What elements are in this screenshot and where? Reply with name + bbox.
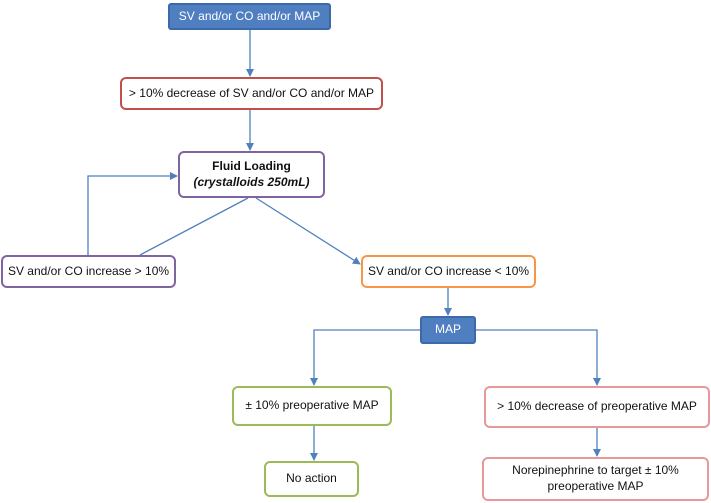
node-start: SV and/or CO and/or MAP bbox=[168, 3, 331, 30]
node-start-label: SV and/or CO and/or MAP bbox=[178, 8, 321, 23]
arrow-map-to-decrease-preop bbox=[476, 329, 601, 386]
arrow-map-to-preop bbox=[310, 329, 420, 386]
arrow-fluid-to-increase-lt bbox=[255, 197, 361, 265]
node-map-label: MAP bbox=[434, 322, 461, 337]
arrow-loop-back-to-fluid bbox=[87, 172, 178, 255]
node-no-action: No action bbox=[264, 461, 359, 497]
node-fluid-loading-sublabel: (crystalloids 250mL) bbox=[193, 174, 310, 189]
node-increase-lt-label: SV and/or CO increase < 10% bbox=[367, 263, 530, 278]
node-norepinephrine-label: Norepinephrine to target ± 10% preoperat… bbox=[512, 463, 679, 493]
node-preop: ± 10% preoperative MAP bbox=[232, 386, 392, 426]
node-norepinephrine: Norepinephrine to target ± 10% preoperat… bbox=[482, 457, 709, 501]
arrow-fluid-to-increase-gt bbox=[139, 197, 249, 256]
node-increase-gt: SV and/or CO increase > 10% bbox=[1, 255, 176, 288]
node-map: MAP bbox=[420, 316, 476, 344]
node-no-action-label: No action bbox=[286, 471, 337, 486]
node-decrease-preop: > 10% decrease of preoperative MAP bbox=[484, 386, 710, 428]
node-increase-gt-label: SV and/or CO increase > 10% bbox=[7, 263, 170, 278]
node-increase-lt: SV and/or CO increase < 10% bbox=[361, 255, 536, 288]
node-decrease-preop-label: > 10% decrease of preoperative MAP bbox=[497, 399, 697, 414]
node-fluid-loading-label: Fluid Loading bbox=[212, 158, 291, 173]
node-preop-label: ± 10% preoperative MAP bbox=[245, 398, 379, 413]
node-decrease-label: > 10% decrease of SV and/or CO and/or MA… bbox=[128, 85, 375, 100]
node-decrease: > 10% decrease of SV and/or CO and/or MA… bbox=[120, 77, 383, 110]
node-fluid-loading: Fluid Loading (crystalloids 250mL) bbox=[178, 151, 325, 198]
